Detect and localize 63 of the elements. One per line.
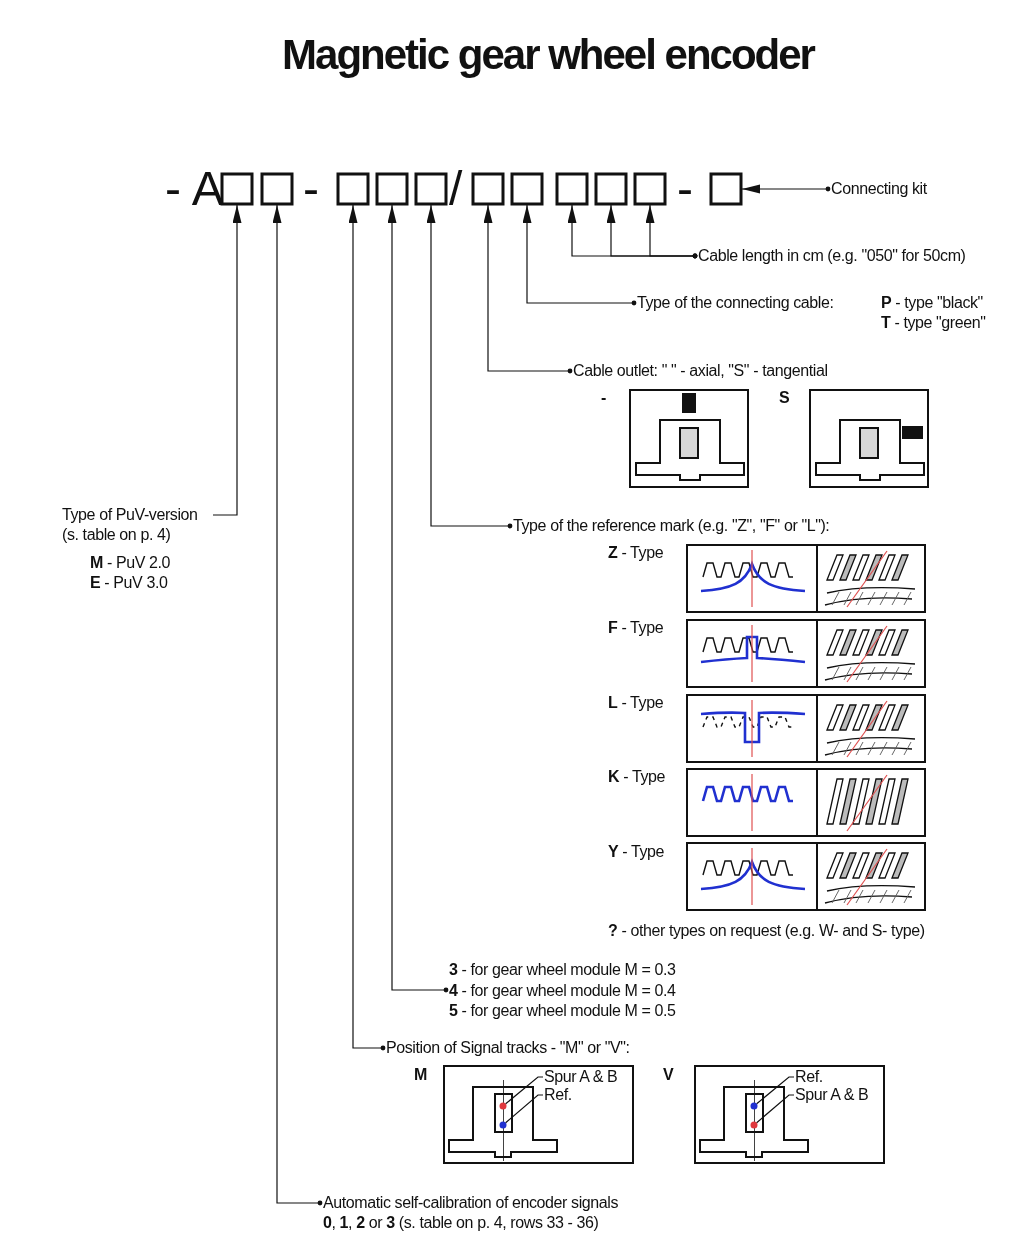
code-box <box>709 172 743 206</box>
code-box <box>594 172 628 206</box>
description-text: 3 - for gear wheel module M = 0.3 <box>449 960 676 980</box>
description-text: Type of PuV-version (s. table on p. 4) <box>62 505 199 545</box>
arrow <box>426 204 513 529</box>
code-separator: - A <box>165 165 224 213</box>
type-label: L - Type <box>608 693 664 713</box>
arrow <box>645 204 698 259</box>
type-label: F - Type <box>608 618 664 638</box>
arrow <box>387 204 449 993</box>
option-text: P - type "black" <box>881 293 983 313</box>
arrow <box>272 204 323 1206</box>
option-letter: M <box>414 1065 427 1085</box>
code-separator: - <box>677 165 693 213</box>
arrow <box>348 204 386 1051</box>
description-text: Cable outlet: " " - axial, "S" - tangential <box>573 361 828 381</box>
type-label: K - Type <box>608 767 665 787</box>
option-text: 5 - for gear wheel module M = 0.5 <box>449 1001 676 1021</box>
description-text: Spur A & B <box>544 1068 618 1086</box>
description-text: Connecting kit <box>831 179 927 199</box>
option-letter: V <box>663 1065 674 1085</box>
code-box <box>414 172 448 206</box>
description-text: Automatic self-calibration of encoder signals <box>323 1193 619 1213</box>
code-box <box>260 172 294 206</box>
code-box <box>633 172 667 206</box>
leader-line <box>505 1076 544 1105</box>
leader-line <box>756 1094 795 1124</box>
description-text: Type of the reference mark (e.g. "Z", "F" or "L"): <box>513 516 830 536</box>
description-text: Type of the connecting cable: <box>637 293 835 313</box>
arrow <box>483 204 573 374</box>
arrow <box>741 184 831 194</box>
code-box <box>336 172 370 206</box>
arrow <box>212 204 242 516</box>
leader-line <box>756 1076 795 1105</box>
option-text: E - PuV 3.0 <box>90 573 168 593</box>
type-label: Z - Type <box>608 543 664 563</box>
description-text: Ref. <box>544 1086 572 1104</box>
description-text: Cable length in cm (e.g. "050" for 50cm) <box>698 246 966 266</box>
code-box <box>220 172 254 206</box>
code-box <box>375 172 409 206</box>
sensor-dot <box>499 1102 507 1110</box>
description-text: Ref. <box>795 1068 823 1086</box>
code-separator: / <box>449 165 463 213</box>
note-text: ? - other types on request (e.g. W- and S- type) <box>608 921 925 941</box>
sensor-dot <box>499 1121 507 1129</box>
option-letter: - <box>601 388 606 408</box>
option-text: 4 - for gear wheel module M = 0.4 <box>449 980 676 1001</box>
code-separator: - <box>303 165 319 213</box>
sensor-dot <box>750 1121 758 1129</box>
arrow <box>522 204 637 306</box>
description-text: Position of Signal tracks - "M" or "V": <box>386 1038 630 1058</box>
option-text: 0, 1, 2 or 3 (s. table on p. 4, rows 33 - 36) <box>323 1213 599 1233</box>
option-letter: S <box>779 388 790 408</box>
code-box <box>555 172 589 206</box>
description-text: Spur A & B <box>795 1086 869 1104</box>
type-label: Y - Type <box>608 842 665 862</box>
diagram-title: Magnetic gear wheel encoder <box>281 30 816 80</box>
sensor-dot <box>750 1102 758 1110</box>
leader-line <box>505 1094 544 1124</box>
code-box <box>471 172 505 206</box>
option-text: M - PuV 2.0 <box>90 553 171 573</box>
option-text: T - type "green" <box>881 313 986 333</box>
code-box <box>510 172 544 206</box>
